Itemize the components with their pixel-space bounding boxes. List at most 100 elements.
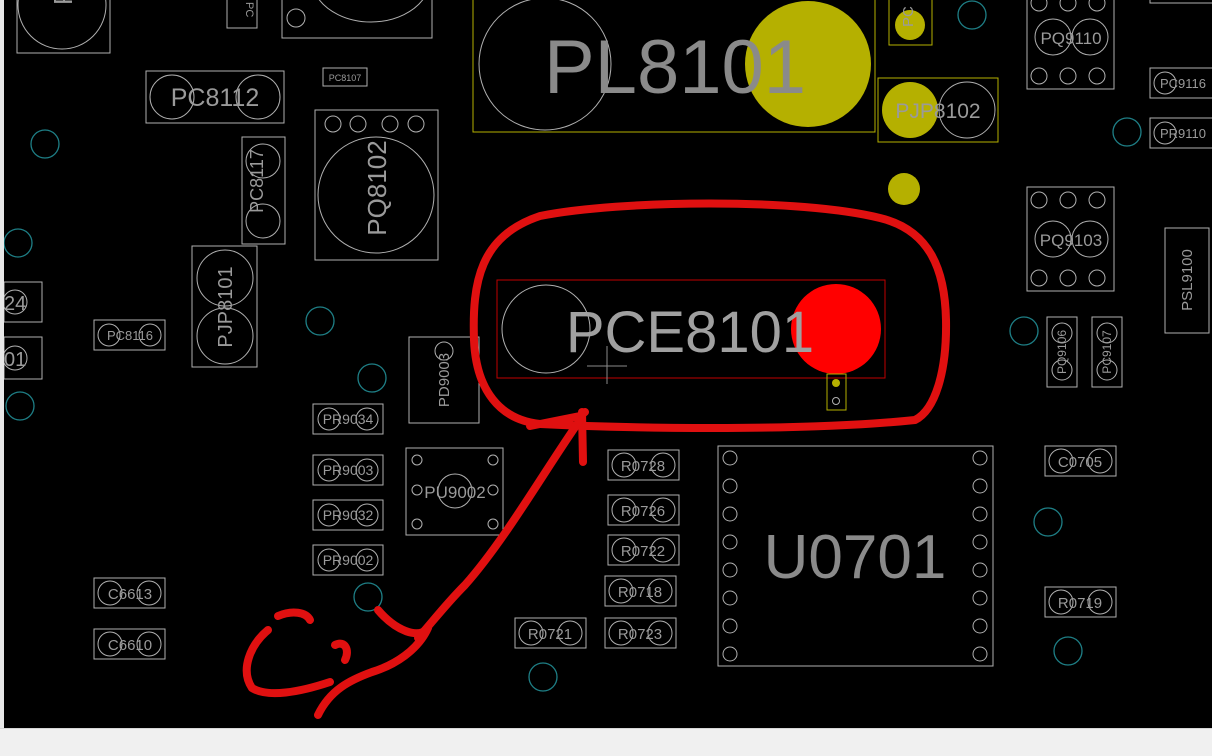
component-label: PC [243, 2, 255, 17]
handwriting-stroke [242, 626, 334, 698]
component-pq9103[interactable]: PQ9103 [1026, 186, 1115, 292]
component-label: PC8117 [247, 149, 267, 213]
component-r0721[interactable]: R0721 [514, 617, 587, 649]
component-r0726[interactable]: R0726 [607, 494, 680, 526]
component-label: PR9003 [323, 462, 374, 478]
component-label: PCE8101 [566, 300, 814, 365]
via [3, 228, 33, 258]
via [1053, 636, 1083, 666]
component-label: PC [900, 6, 917, 27]
component-label: PJP8102 [895, 100, 980, 123]
component-r0719[interactable]: R0719 [1044, 586, 1117, 618]
component-label: C6610 [108, 637, 152, 654]
component-label: PC9107 [1100, 330, 1114, 374]
component-c0705[interactable]: C0705 [1044, 445, 1117, 477]
component-pc-cut[interactable]: PC [226, 0, 258, 29]
component-label: PQ9110 [1040, 29, 1101, 48]
component-pjp8102[interactable]: PJP8102 [877, 77, 999, 143]
via [5, 391, 35, 421]
component-label: C6613 [108, 586, 152, 603]
handwriting-stroke [314, 606, 432, 719]
via [353, 582, 383, 612]
component-label: PJP8101 [215, 266, 237, 347]
component-label: PD9003 [436, 353, 453, 407]
component-label: R0719 [1058, 595, 1102, 612]
component-label: 24 [4, 293, 26, 315]
component-pc8116[interactable]: PC8116 [93, 319, 166, 351]
component-label: PC8107 [329, 73, 362, 83]
component-pq9110[interactable]: PQ9110 [1026, 0, 1115, 90]
highlight-ellipse [469, 199, 951, 432]
component-label: PU9002 [424, 483, 485, 502]
component-pq9106[interactable]: PQ9106 [1046, 316, 1078, 388]
component-r0718[interactable]: R0718 [604, 575, 677, 607]
component-label: R0722 [621, 543, 665, 560]
component-label: PQ9103 [1040, 231, 1102, 250]
component-label: PR9002 [323, 552, 374, 568]
component-pc-top[interactable]: PC [888, 0, 933, 46]
via [957, 0, 987, 30]
component-label: PQ8102 [362, 140, 392, 235]
component-label: PL8101 [544, 25, 806, 110]
component-pjp8101[interactable]: PJP8101 [191, 245, 258, 368]
component-pr9003[interactable]: PR9003 [312, 454, 384, 486]
component-label: R0728 [621, 458, 665, 475]
component-label: PC9116 [1160, 76, 1206, 91]
component-pc8112[interactable]: PC8112 [145, 70, 285, 124]
component-pr9032[interactable]: PR9032 [312, 499, 384, 531]
vias [3, 0, 1142, 692]
via [357, 363, 387, 393]
component-label: PC8112 [171, 84, 260, 112]
component-label: R0723 [618, 626, 662, 643]
selected-pad[interactable] [791, 284, 881, 374]
component-r0728[interactable]: R0728 [607, 449, 680, 481]
component-pu9002[interactable]: PU9002 [405, 447, 504, 536]
arrow-line [414, 416, 584, 642]
component-c6613[interactable]: C6613 [93, 577, 166, 609]
component-u0701[interactable]: U0701 [717, 445, 994, 667]
component-pc8107[interactable]: PC8107 [322, 67, 368, 87]
component-pq8102[interactable]: PQ8102 [314, 109, 439, 261]
component-small-diode[interactable] [826, 373, 847, 411]
component-pr9034[interactable]: PR9034 [312, 403, 384, 435]
component-label: PR9110 [1160, 126, 1206, 141]
component-pr9110[interactable]: PR9110 [1149, 117, 1212, 149]
component-pc9116[interactable]: PC9116 [1149, 67, 1212, 99]
highlighted-via[interactable] [888, 173, 920, 205]
via [1112, 117, 1142, 147]
component-psl9100[interactable]: PSL9100 [1164, 227, 1210, 334]
component-label: R0726 [621, 503, 665, 520]
component-label: P [48, 0, 78, 5]
pcb-canvas[interactable]: P 24 01 PC PC8107 PC8112 PC8117 [0, 0, 1212, 728]
component-label: R0721 [528, 626, 572, 643]
component-outline [1149, 0, 1212, 4]
hand-drawn-annotation [242, 199, 951, 719]
component-label: U0701 [764, 523, 947, 592]
via [528, 662, 558, 692]
via [1009, 316, 1039, 346]
highlighted-pad[interactable] [745, 1, 871, 127]
component-c6610[interactable]: C6610 [93, 628, 166, 660]
component-pr9002[interactable]: PR9002 [312, 544, 384, 576]
component-r0722[interactable]: R0722 [607, 534, 680, 566]
component-pce8101[interactable]: PCE8101 [496, 279, 886, 384]
handwriting-stroke [274, 608, 314, 624]
component-label: R0718 [618, 584, 662, 601]
highlighted-pad[interactable] [882, 82, 938, 138]
via [305, 306, 335, 336]
viewer-edge [0, 0, 4, 728]
component-pl8101[interactable]: PL8101 [472, 0, 876, 133]
component-label: PR9032 [323, 507, 374, 523]
component-pc8117[interactable]: PC8117 [241, 136, 286, 245]
board-background [0, 0, 1212, 728]
component-pc9107[interactable]: PC9107 [1091, 316, 1123, 388]
component-label: PR9034 [323, 411, 374, 427]
component-p-cut[interactable]: P [16, 0, 111, 54]
highlighted-pad[interactable] [895, 10, 925, 40]
component-label: PQ9106 [1055, 330, 1069, 374]
via [30, 129, 60, 159]
pcb-board-viewer[interactable]: P 24 01 PC PC8107 PC8112 PC8117 [0, 0, 1212, 728]
component-r0723[interactable]: R0723 [604, 617, 677, 649]
status-bar [0, 728, 1212, 756]
component-top-connector[interactable] [281, 0, 433, 39]
